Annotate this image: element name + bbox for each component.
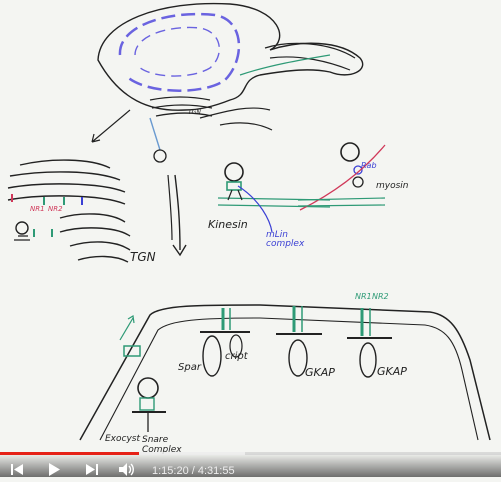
vesicle-kinesin: [224, 162, 244, 182]
label-myosin: myosin: [376, 181, 409, 191]
golgi-stack-top: [149, 96, 213, 117]
synapse-1: [200, 308, 250, 377]
golgi-stack-left: [7, 159, 131, 263]
player-controls-bar: [0, 453, 501, 477]
label-mlin: mLin: [266, 230, 288, 240]
er-loop-inner: [134, 26, 220, 77]
arrow-down-2: [167, 174, 173, 241]
current-time: 1:15:20: [152, 465, 189, 477]
label-rab: Rab: [361, 161, 377, 170]
skip-previous-icon[interactable]: [8, 462, 26, 477]
duration: 4:31:55: [197, 465, 235, 477]
golgi-marks: [11, 194, 83, 237]
label-cript: cript: [225, 351, 248, 362]
label-nr2-left: NR2: [48, 205, 63, 213]
trafficking-path: [149, 117, 161, 151]
skip-next-icon[interactable]: [83, 462, 101, 477]
vesicle-left-base: [14, 235, 30, 241]
arrow-to-golgi: [91, 109, 131, 143]
cell-outline-top: [97, 2, 364, 111]
time-display: 1:15:20 / 4:31:55: [152, 465, 235, 477]
label-gkap-2: GKAP: [377, 365, 407, 378]
label-nr2-right: NR2: [372, 292, 389, 301]
green-arrow: [119, 315, 135, 341]
volume-icon[interactable]: [117, 462, 135, 477]
label-nr1-right: NR1: [355, 292, 372, 301]
label-spar: Spar: [178, 362, 201, 373]
rab-mark: [353, 165, 363, 175]
vesicle-left: [15, 221, 29, 235]
er-tubule-green: [239, 54, 331, 76]
kinesin-legs: [227, 189, 243, 201]
exocyst-vesicle: [123, 345, 166, 432]
label-nr1-left: NR1: [30, 205, 45, 213]
synapse-3: [347, 308, 392, 378]
label-mlin-complex: complex: [266, 239, 305, 249]
label-gkap-1: GKAP: [305, 366, 335, 379]
label-exocyst: Exocyst: [105, 434, 141, 444]
label-kinesin: Kinesin: [208, 218, 248, 231]
mlin-pointer: [237, 185, 273, 233]
time-separator: /: [188, 465, 198, 477]
arrow-down: [172, 174, 187, 257]
label-tgn-small: TGN: [188, 109, 201, 116]
synapse-2: [276, 306, 322, 377]
label-tgn: TGN: [130, 250, 156, 264]
actin-filament: [299, 144, 386, 211]
er-loop: [118, 12, 241, 92]
branch: [199, 107, 273, 131]
progress-played: [0, 452, 139, 455]
myosin-head: [352, 176, 364, 188]
progress-bar[interactable]: [0, 452, 501, 455]
play-icon[interactable]: [45, 462, 63, 477]
dendrite-outline: [79, 304, 491, 441]
vesicle-top: [153, 149, 167, 163]
label-snare-complex: Complex: [142, 445, 182, 455]
dendrite-inner: [99, 317, 479, 441]
er-tubule: [264, 42, 356, 71]
track-green: [297, 197, 386, 207]
mlin-complex-mark: [226, 181, 242, 191]
vesicle-myosin: [340, 142, 360, 162]
label-snare: Snare: [142, 435, 169, 445]
